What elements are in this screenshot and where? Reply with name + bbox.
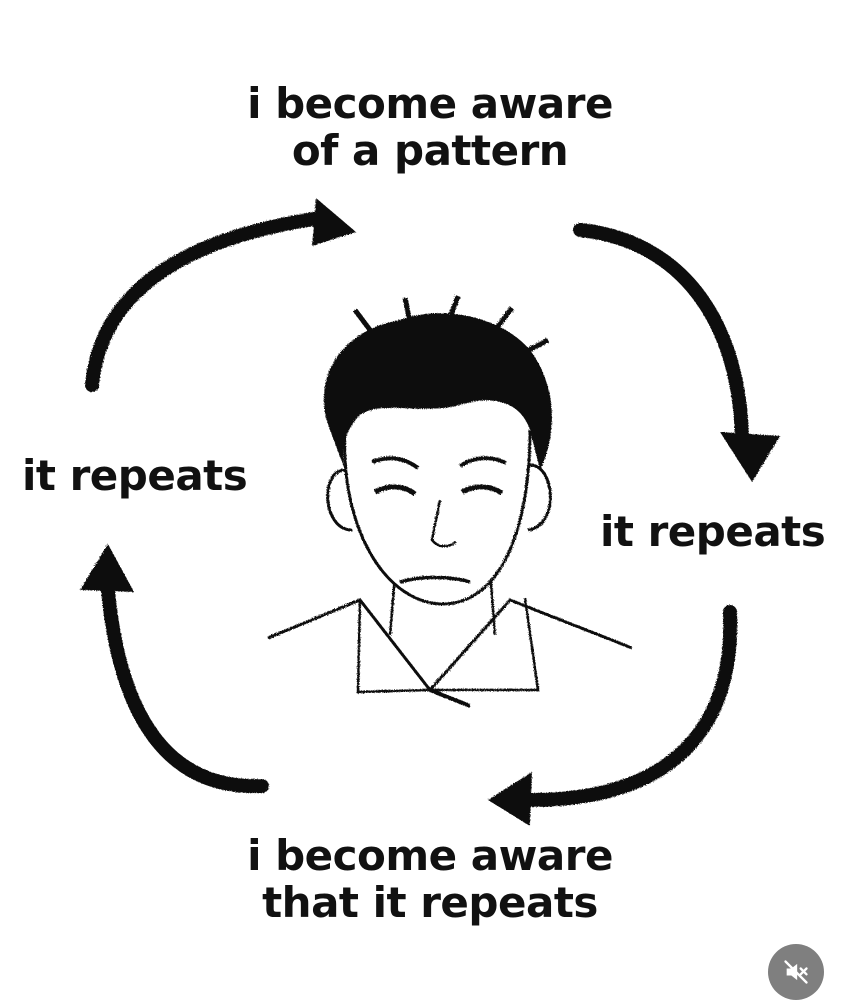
sad-man-drawing bbox=[267, 295, 633, 708]
label-bottom: i become aware that it repeats bbox=[170, 832, 690, 926]
speaker-muted-icon bbox=[784, 960, 808, 984]
arrow-right-to-bottom bbox=[488, 605, 738, 826]
arrow-bottom-to-left bbox=[80, 544, 269, 794]
mute-button[interactable] bbox=[768, 944, 824, 1000]
label-top-line-2: of a pattern bbox=[291, 126, 569, 176]
label-left: it repeats bbox=[22, 451, 248, 500]
arrow-top-to-right bbox=[573, 223, 780, 482]
label-bottom-line-2: that it repeats bbox=[262, 878, 598, 928]
label-right: it repeats bbox=[600, 507, 826, 556]
label-top: i become aware of a pattern bbox=[170, 80, 690, 174]
arrow-left-to-top bbox=[85, 198, 356, 392]
label-top-line-1: i become aware bbox=[247, 79, 613, 128]
label-bottom-line-1: i become aware bbox=[247, 831, 613, 880]
